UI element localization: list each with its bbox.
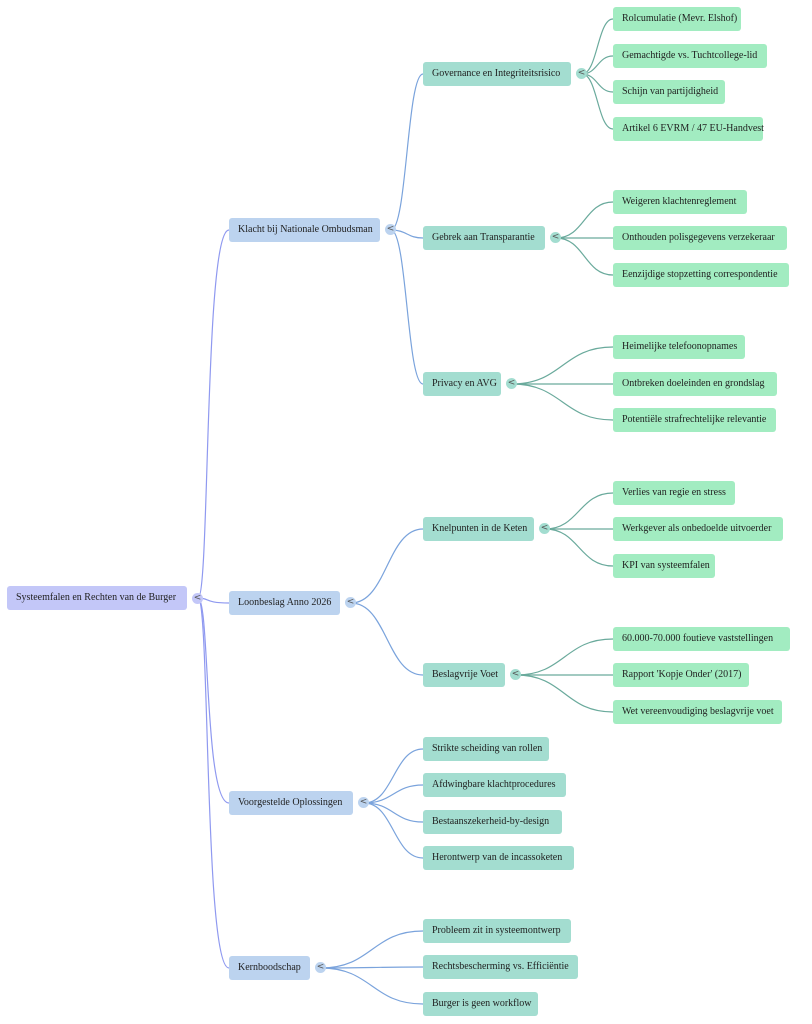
leaf-node[interactable]: 60.000-70.000 foutieve vaststellingen: [613, 627, 790, 651]
connector-line: [515, 638, 614, 676]
leaf-node[interactable]: Onthouden polisgegevens verzekeraar: [613, 226, 787, 250]
node-label: Bestaanszekerheid-by-design: [432, 816, 550, 827]
root-node[interactable]: Systeemfalen en Rechten van de Burger: [7, 586, 187, 610]
connector-line: [320, 930, 424, 969]
node-label: Rolcumulatie (Mevr. Elshof): [622, 13, 738, 24]
leaf-node[interactable]: Verlies van regie en stress: [613, 481, 735, 505]
node-label: Eenzijdige stopzetting correspondentie: [622, 269, 778, 280]
subtopic-privacy[interactable]: Privacy en AVG: [423, 372, 501, 396]
leaf-node[interactable]: Bestaanszekerheid-by-design: [423, 810, 562, 834]
node-label: Rapport 'Kopje Onder' (2017): [622, 669, 742, 680]
collapse-toggle-icon[interactable]: <: [506, 378, 517, 389]
leaf-node[interactable]: Weigeren klachtenreglement: [613, 190, 747, 214]
subtopic-governance[interactable]: Governance en Integriteitsrisico: [423, 62, 571, 86]
branch-node-kernboodschap[interactable]: Kernboodschap: [229, 956, 310, 980]
collapse-toggle-icon[interactable]: <: [192, 593, 203, 604]
leaf-node[interactable]: Wet vereenvoudiging beslagvrije voet: [613, 700, 782, 724]
connector-line: [363, 802, 424, 823]
connector-line: [555, 237, 614, 276]
node-label: Beslagvrije Voet: [432, 669, 499, 680]
branch-node-oplossingen[interactable]: Voorgestelde Oplossingen: [229, 791, 353, 815]
node-label: Strikte scheiding van rollen: [432, 743, 543, 754]
node-label: Loonbeslag Anno 2026: [238, 597, 332, 608]
leaf-node[interactable]: Rechtsbescherming vs. Efficiëntie: [423, 955, 578, 979]
connector-line: [511, 346, 614, 385]
node-label: 60.000-70.000 foutieve vaststellingen: [622, 633, 774, 644]
node-label: Potentiële strafrechtelijke relevantie: [622, 414, 767, 425]
branch-node-klacht[interactable]: Klacht bij Nationale Ombudsman: [229, 218, 380, 242]
collapse-toggle-icon[interactable]: <: [385, 224, 396, 235]
connector-line: [350, 528, 424, 604]
connector-line: [544, 528, 614, 567]
node-label: Schijn van partijdigheid: [622, 86, 719, 97]
leaf-node[interactable]: Eenzijdige stopzetting correspondentie: [613, 263, 789, 287]
connector-line: [515, 674, 614, 713]
connector-line: [197, 597, 230, 969]
collapse-toggle-icon[interactable]: <: [510, 669, 521, 680]
collapse-toggle-icon[interactable]: <: [358, 797, 369, 808]
connector-line: [197, 597, 230, 804]
connector-line: [390, 229, 424, 385]
node-label: Systeemfalen en Rechten van de Burger: [16, 592, 177, 603]
node-label: Artikel 6 EVRM / 47 EU-Handvest: [622, 123, 764, 134]
connector-line: [363, 802, 424, 859]
connector-line: [197, 229, 230, 599]
leaf-node[interactable]: Strikte scheiding van rollen: [423, 737, 549, 761]
node-label: Gebrek aan Transparantie: [432, 232, 535, 243]
collapse-toggle-icon[interactable]: <: [539, 523, 550, 534]
node-label: Heimelijke telefoonopnames: [622, 341, 738, 352]
node-label: Probleem zit in systeemontwerp: [432, 925, 561, 936]
node-label: Ontbreken doeleinden en grondslag: [622, 378, 765, 389]
subtopic-transparantie[interactable]: Gebrek aan Transparantie: [423, 226, 545, 250]
subtopic-beslagvrije-voet[interactable]: Beslagvrije Voet: [423, 663, 505, 687]
node-label: Knelpunten in de Keten: [432, 523, 528, 534]
node-label: Governance en Integriteitsrisico: [432, 68, 561, 79]
leaf-node[interactable]: KPI van systeemfalen: [613, 554, 715, 578]
node-label: Burger is geen workflow: [432, 998, 532, 1009]
node-label: Verlies van regie en stress: [622, 487, 726, 498]
leaf-node[interactable]: Ontbreken doeleinden en grondslag: [613, 372, 777, 396]
branch-node-loonbeslag[interactable]: Loonbeslag Anno 2026: [229, 591, 340, 615]
collapse-toggle-icon[interactable]: <: [315, 962, 326, 973]
connector-line: [320, 966, 424, 969]
leaf-node[interactable]: Probleem zit in systeemontwerp: [423, 919, 571, 943]
node-label: Weigeren klachtenreglement: [622, 196, 737, 207]
connector-line: [390, 73, 424, 231]
leaf-node[interactable]: Herontwerp van de incassoketen: [423, 846, 574, 870]
node-label: Gemachtigde vs. Tuchtcollege-lid: [622, 50, 758, 61]
leaf-node[interactable]: Rolcumulatie (Mevr. Elshof): [613, 7, 741, 31]
node-label: Wet vereenvoudiging beslagvrije voet: [622, 706, 774, 717]
connector-line: [320, 967, 424, 1005]
node-label: KPI van systeemfalen: [622, 560, 710, 571]
collapse-toggle-icon[interactable]: <: [550, 232, 561, 243]
connector-line: [544, 492, 614, 530]
connector-line: [350, 602, 424, 676]
node-label: Klacht bij Nationale Ombudsman: [238, 224, 373, 235]
leaf-node[interactable]: Potentiële strafrechtelijke relevantie: [613, 408, 776, 432]
leaf-node[interactable]: Artikel 6 EVRM / 47 EU-Handvest: [613, 117, 764, 141]
node-label: Voorgestelde Oplossingen: [238, 797, 343, 808]
leaf-node[interactable]: Heimelijke telefoonopnames: [613, 335, 745, 359]
collapse-toggle-icon[interactable]: <: [576, 68, 587, 79]
node-label: Werkgever als onbedoelde uitvoerder: [622, 523, 772, 534]
node-label: Privacy en AVG: [432, 378, 497, 389]
node-label: Onthouden polisgegevens verzekeraar: [622, 232, 775, 243]
leaf-node[interactable]: Gemachtigde vs. Tuchtcollege-lid: [613, 44, 767, 68]
node-label: Rechtsbescherming vs. Efficiëntie: [432, 961, 569, 972]
leaf-node[interactable]: Werkgever als onbedoelde uitvoerder: [613, 517, 783, 541]
connector-line: [363, 784, 424, 804]
leaf-node[interactable]: Burger is geen workflow: [423, 992, 538, 1016]
leaf-node[interactable]: Afdwingbare klachtprocedures: [423, 773, 566, 797]
leaf-node[interactable]: Schijn van partijdigheid: [613, 80, 725, 104]
leaf-node[interactable]: Rapport 'Kopje Onder' (2017): [613, 663, 749, 687]
node-label: Kernboodschap: [238, 962, 301, 973]
node-label: Afdwingbare klachtprocedures: [432, 779, 556, 790]
subtopic-knelpunten[interactable]: Knelpunten in de Keten: [423, 517, 534, 541]
connector-line: [555, 201, 614, 239]
connector-line: [511, 383, 614, 421]
node-label: Herontwerp van de incassoketen: [432, 852, 563, 863]
connector-line: [363, 748, 424, 804]
collapse-toggle-icon[interactable]: <: [345, 597, 356, 608]
